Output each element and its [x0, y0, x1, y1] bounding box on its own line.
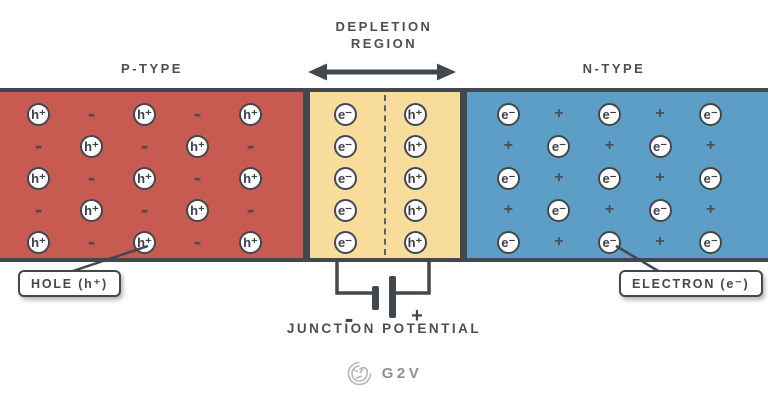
positive-charge-sign: + — [655, 233, 665, 250]
hole-particle: h⁺ — [133, 166, 156, 190]
depletion-left-border — [303, 88, 310, 262]
n-type-region: e⁻ + e⁻ + e⁻ + e⁻ + e⁻ + e⁻ + e⁻ + e⁻ + e⁻ + e⁻ + e⁻ + e⁻ + e⁻ — [467, 92, 768, 258]
electron-particle: e⁻ — [496, 230, 520, 254]
hole-particle: h⁺ — [27, 166, 50, 190]
electron-callout-label: ELECTRON (e⁻) — [619, 270, 763, 297]
hole-particle: h⁺ — [239, 230, 262, 254]
battery-short-plate — [372, 286, 379, 310]
electron-particle: e⁻ — [333, 198, 357, 222]
p-type-label: P-TYPE — [121, 61, 183, 76]
positive-charge-sign: + — [503, 137, 513, 154]
electron-particle: e⁻ — [547, 198, 571, 222]
negative-charge-sign: - — [246, 133, 255, 158]
battery-positive-sign: + — [411, 305, 423, 327]
electron-particle: e⁻ — [496, 166, 520, 190]
depletion-region: e⁻ h⁺ e⁻ h⁺ e⁻ h⁺ e⁻ h⁺ e⁻ h⁺ — [310, 92, 460, 258]
p-type-region: h⁺ - h⁺ - h⁺ - h⁺ - h⁺ - h⁺ - h⁺ - h⁺ - h⁺ - h⁺ - h⁺ - h⁺ - h⁺ — [0, 92, 303, 258]
hole-particle: h⁺ — [80, 134, 103, 158]
hole-particle: h⁺ — [403, 198, 427, 222]
junction-dashed-line — [384, 95, 386, 255]
hole-particle: h⁺ — [239, 102, 262, 126]
electron-particle: e⁻ — [597, 102, 621, 126]
negative-charge-sign: - — [140, 197, 149, 222]
hole-particle: h⁺ — [186, 134, 209, 158]
hole-particle: h⁺ — [403, 230, 427, 254]
hole-particle: h⁺ — [186, 198, 209, 222]
negative-charge-sign: - — [193, 229, 202, 254]
hole-particle: h⁺ — [403, 134, 427, 158]
positive-charge-sign: + — [503, 201, 513, 218]
electron-particle: e⁻ — [333, 102, 357, 126]
positive-charge-sign: + — [706, 201, 716, 218]
depletion-lattice: e⁻ h⁺ e⁻ h⁺ e⁻ h⁺ e⁻ h⁺ e⁻ h⁺ — [310, 92, 460, 258]
hole-particle: h⁺ — [239, 166, 262, 190]
semiconductor-strip: h⁺ - h⁺ - h⁺ - h⁺ - h⁺ - h⁺ - h⁺ - h⁺ - h⁺ - h⁺ - h⁺ - h⁺ - h⁺ e… — [0, 88, 768, 262]
brand-name: G2V — [381, 365, 423, 382]
hole-particle: h⁺ — [403, 102, 427, 126]
electron-particle: e⁻ — [597, 166, 621, 190]
electron-particle: e⁻ — [597, 230, 621, 254]
depletion-right-border — [460, 88, 467, 262]
hole-particle: h⁺ — [133, 230, 156, 254]
positive-charge-sign: + — [604, 137, 615, 154]
negative-charge-sign: - — [34, 197, 43, 222]
junction-potential-caption: JUNCTION POTENTIAL — [286, 321, 482, 336]
hole-particle: h⁺ — [27, 102, 50, 126]
electron-particle: e⁻ — [699, 102, 723, 126]
electron-particle: e⁻ — [648, 134, 672, 158]
n-type-lattice: e⁻ + e⁻ + e⁻ + e⁻ + e⁻ + e⁻ + e⁻ + e⁻ + e⁻ + e⁻ + e⁻ + e⁻ + e⁻ — [467, 92, 768, 258]
depletion-title-line2: REGION — [350, 36, 418, 51]
double-arrow-icon — [306, 60, 458, 84]
electron-particle: e⁻ — [699, 166, 723, 190]
electron-particle: e⁻ — [496, 102, 520, 126]
electron-particle: e⁻ — [547, 134, 571, 158]
negative-charge-sign: - — [34, 133, 43, 158]
hole-callout-label: HOLE (h⁺) — [18, 270, 121, 297]
hole-particle: h⁺ — [403, 166, 427, 190]
positive-charge-sign: + — [655, 169, 665, 186]
n-type-label: N-TYPE — [582, 61, 646, 76]
negative-charge-sign: - — [87, 165, 96, 190]
electron-particle: e⁻ — [333, 230, 357, 254]
electron-particle: e⁻ — [333, 166, 357, 190]
positive-charge-sign: + — [706, 137, 716, 154]
hole-particle: h⁺ — [27, 230, 50, 254]
negative-charge-sign: - — [193, 101, 202, 126]
electron-particle: e⁻ — [699, 230, 723, 254]
battery-negative-sign: - — [344, 303, 354, 333]
negative-charge-sign: - — [246, 197, 255, 222]
depletion-region-title: DEPLETION REGION — [309, 18, 459, 52]
battery-wire-left — [335, 262, 372, 295]
battery-long-plate — [389, 276, 396, 318]
positive-charge-sign: + — [554, 105, 564, 122]
positive-charge-sign: + — [554, 233, 564, 250]
negative-charge-sign: - — [87, 229, 96, 254]
depletion-title-line1: DEPLETION — [335, 19, 433, 34]
negative-charge-sign: - — [140, 133, 149, 158]
hole-particle: h⁺ — [133, 102, 156, 126]
positive-charge-sign: + — [554, 169, 564, 186]
g2v-logo-icon — [347, 361, 372, 386]
positive-charge-sign: + — [655, 105, 665, 122]
positive-charge-sign: + — [604, 201, 615, 218]
electron-particle: e⁻ — [333, 134, 357, 158]
brand-footer: G2V — [0, 360, 768, 387]
electron-particle: e⁻ — [648, 198, 672, 222]
hole-particle: h⁺ — [80, 198, 103, 222]
battery-wire-right — [396, 262, 431, 295]
negative-charge-sign: - — [193, 165, 202, 190]
negative-charge-sign: - — [87, 101, 96, 126]
p-type-lattice: h⁺ - h⁺ - h⁺ - h⁺ - h⁺ - h⁺ - h⁺ - h⁺ - h⁺ - h⁺ - h⁺ - h⁺ - h⁺ — [0, 92, 303, 258]
